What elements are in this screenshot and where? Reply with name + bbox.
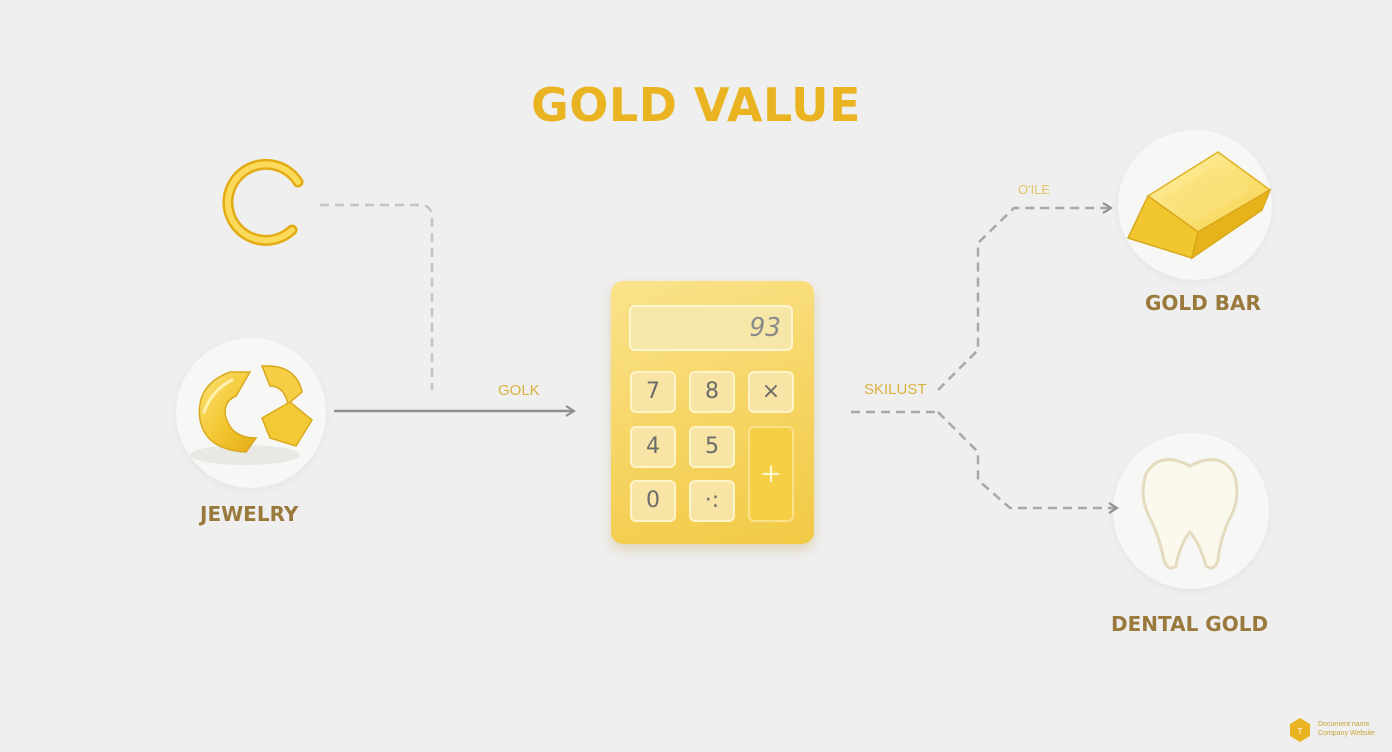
logo-icon: T bbox=[1290, 718, 1310, 742]
key-8: 8 bbox=[689, 371, 735, 413]
branch-to-gold-bar-arrow bbox=[937, 208, 1110, 391]
output-edge-label: SKILUST bbox=[864, 381, 927, 398]
diagram-title: GOLD VALUE bbox=[531, 78, 861, 132]
key-5: 5 bbox=[689, 426, 735, 468]
key-4: 4 bbox=[630, 426, 676, 468]
watermark-line1: Document name bbox=[1318, 721, 1370, 728]
key-7: 7 bbox=[630, 371, 676, 413]
upper-edge-label: O'ILE bbox=[1018, 182, 1051, 197]
dental-gold-label: DENTAL GOLD bbox=[1111, 612, 1269, 636]
calculator-icon: 93 7 8 × 4 5 + 0 ·: bbox=[611, 281, 814, 544]
svg-text:T: T bbox=[1298, 727, 1303, 736]
input-edge-label: GOLK bbox=[498, 382, 540, 399]
broken-ring-icon bbox=[190, 365, 313, 465]
jewelry-label: JEWELRY bbox=[200, 502, 299, 526]
ring-connector bbox=[320, 203, 434, 390]
ring-icon bbox=[222, 158, 304, 246]
key-multiply: × bbox=[748, 371, 794, 413]
key-0: 0 bbox=[630, 480, 676, 522]
key-dot: ·: bbox=[689, 480, 735, 522]
gold-bar-icon bbox=[1126, 151, 1272, 260]
watermark-line2: Company Website bbox=[1318, 730, 1376, 737]
branch-to-dental-gold-arrow bbox=[937, 411, 1116, 508]
tooth-icon bbox=[1141, 458, 1239, 570]
gold-bar-label: GOLD BAR bbox=[1145, 291, 1261, 315]
key-plus: + bbox=[748, 426, 794, 522]
calculator-display: 93 bbox=[629, 305, 793, 351]
